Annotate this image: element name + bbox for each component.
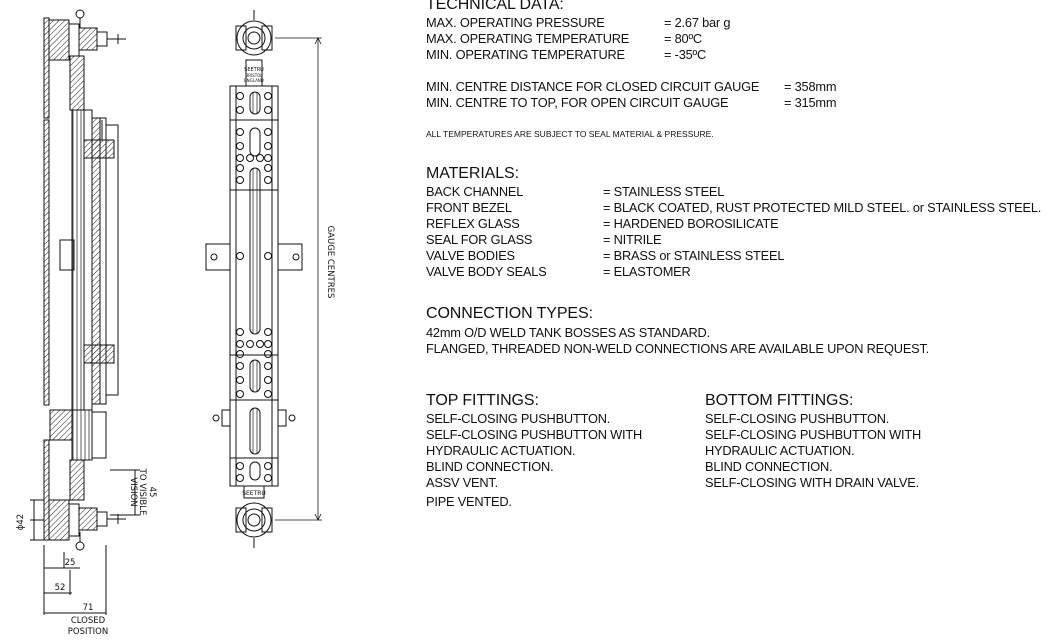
bottom-fitting-item: HYDRAULIC ACTUATION. bbox=[705, 443, 855, 458]
centre-row-label: MIN. CENTRE TO TOP, FOR OPEN CIRCUIT GAU… bbox=[426, 95, 729, 110]
material-row-label: REFLEX GLASS bbox=[426, 216, 520, 231]
tech-row-label: MAX. OPERATING TEMPERATURE bbox=[426, 31, 630, 46]
tech-row-value: = -35ºC bbox=[664, 47, 707, 62]
centre-row-label: MIN. CENTRE DISTANCE FOR CLOSED CIRCUIT … bbox=[426, 79, 760, 94]
material-row-label: SEAL FOR GLASS bbox=[426, 232, 533, 247]
materials-heading: MATERIALS: bbox=[426, 165, 519, 182]
top-fitting-item: HYDRAULIC ACTUATION. bbox=[426, 443, 576, 458]
technical-data-heading: TECHNICAL DATA: bbox=[426, 0, 564, 13]
top-fitting-item: PIPE VENTED. bbox=[426, 494, 512, 509]
side-view bbox=[30, 9, 140, 615]
front-view bbox=[205, 10, 303, 548]
material-row-value: = BLACK COATED, RUST PROTECTED MILD STEE… bbox=[603, 200, 1042, 215]
nameplate-bottom-brand: SEETRU bbox=[242, 490, 266, 497]
closed-position-label-2: POSITION bbox=[68, 627, 108, 637]
top-fitting-item: SELF-CLOSING PUSHBUTTON. bbox=[426, 411, 611, 426]
nameplate-top-brand: SEETRU bbox=[244, 67, 264, 73]
tech-row-value: = 2.67 bar g bbox=[664, 15, 731, 30]
bottom-fitting-item: SELF-CLOSING PUSHBUTTON WITH bbox=[705, 427, 921, 442]
gauge-centres-dimension bbox=[275, 37, 322, 521]
top-fitting-item: BLIND CONNECTION. bbox=[426, 459, 554, 474]
material-row-label: FRONT BEZEL bbox=[426, 200, 512, 215]
front-view-bolts bbox=[236, 92, 272, 482]
temperature-note: ALL TEMPERATURES ARE SUBJECT TO SEAL MAT… bbox=[426, 129, 714, 139]
dim-visible-45: 45 bbox=[147, 487, 157, 498]
centre-row-value: = 315mm bbox=[784, 95, 837, 110]
material-row-value: = BRASS or STAINLESS STEEL bbox=[603, 248, 785, 263]
top-fitting-item: SELF-CLOSING PUSHBUTTON WITH bbox=[426, 427, 642, 442]
centre-row-value: = 358mm bbox=[784, 79, 837, 94]
dim-visible-label-2: VISION bbox=[128, 477, 138, 506]
dim-diameter-42: ϕ42 bbox=[16, 514, 26, 530]
material-row-value: = NITRILE bbox=[603, 232, 662, 247]
closed-position-label-1: CLOSED bbox=[71, 616, 106, 626]
tech-row-label: MIN. OPERATING TEMPERATURE bbox=[426, 47, 625, 62]
bottom-fitting-item: SELF-CLOSING PUSHBUTTON. bbox=[705, 411, 890, 426]
nameplate-top-line2: BRISTOL bbox=[245, 73, 263, 78]
dim-52: 52 bbox=[55, 583, 66, 593]
gauge-technical-drawing: ϕ42 45 TO VISIBLE VISION 25 52 71 CLOSED… bbox=[16, 9, 335, 637]
dim-25: 25 bbox=[65, 558, 76, 568]
top-fittings-heading: TOP FITTINGS: bbox=[426, 392, 539, 409]
material-row-value: = ELASTOMER bbox=[603, 264, 691, 279]
gauge-centres-label: GAUGE CENTRES bbox=[325, 226, 335, 299]
connection-types-heading: CONNECTION TYPES: bbox=[426, 305, 593, 322]
material-row-label: VALVE BODIES bbox=[426, 248, 515, 263]
top-fitting-item: ASSV VENT. bbox=[426, 475, 498, 490]
connection-line: FLANGED, THREADED NON-WELD CONNECTIONS A… bbox=[426, 341, 930, 356]
connection-line: 42mm O/D WELD TANK BOSSES AS STANDARD. bbox=[426, 325, 710, 340]
dim-visible-label-1: TO VISIBLE bbox=[137, 468, 147, 516]
tech-row-value: = 80ºC bbox=[664, 31, 702, 46]
material-row-value: = STAINLESS STEEL bbox=[603, 184, 725, 199]
specification-panel: TECHNICAL DATA: MAX. OPERATING PRESSURE … bbox=[426, 0, 1054, 640]
material-row-label: BACK CHANNEL bbox=[426, 184, 524, 199]
bottom-fitting-item: SELF-CLOSING WITH DRAIN VALVE. bbox=[705, 475, 919, 490]
material-row-label: VALVE BODY SEALS bbox=[426, 264, 547, 279]
nameplate-top-line3: ENGLAND bbox=[244, 78, 264, 83]
dim-71: 71 bbox=[83, 603, 94, 613]
material-row-value: = HARDENED BOROSILICATE bbox=[603, 216, 779, 231]
bottom-fittings-heading: BOTTOM FITTINGS: bbox=[705, 392, 854, 409]
bottom-fitting-item: BLIND CONNECTION. bbox=[705, 459, 833, 474]
tech-row-label: MAX. OPERATING PRESSURE bbox=[426, 15, 605, 30]
